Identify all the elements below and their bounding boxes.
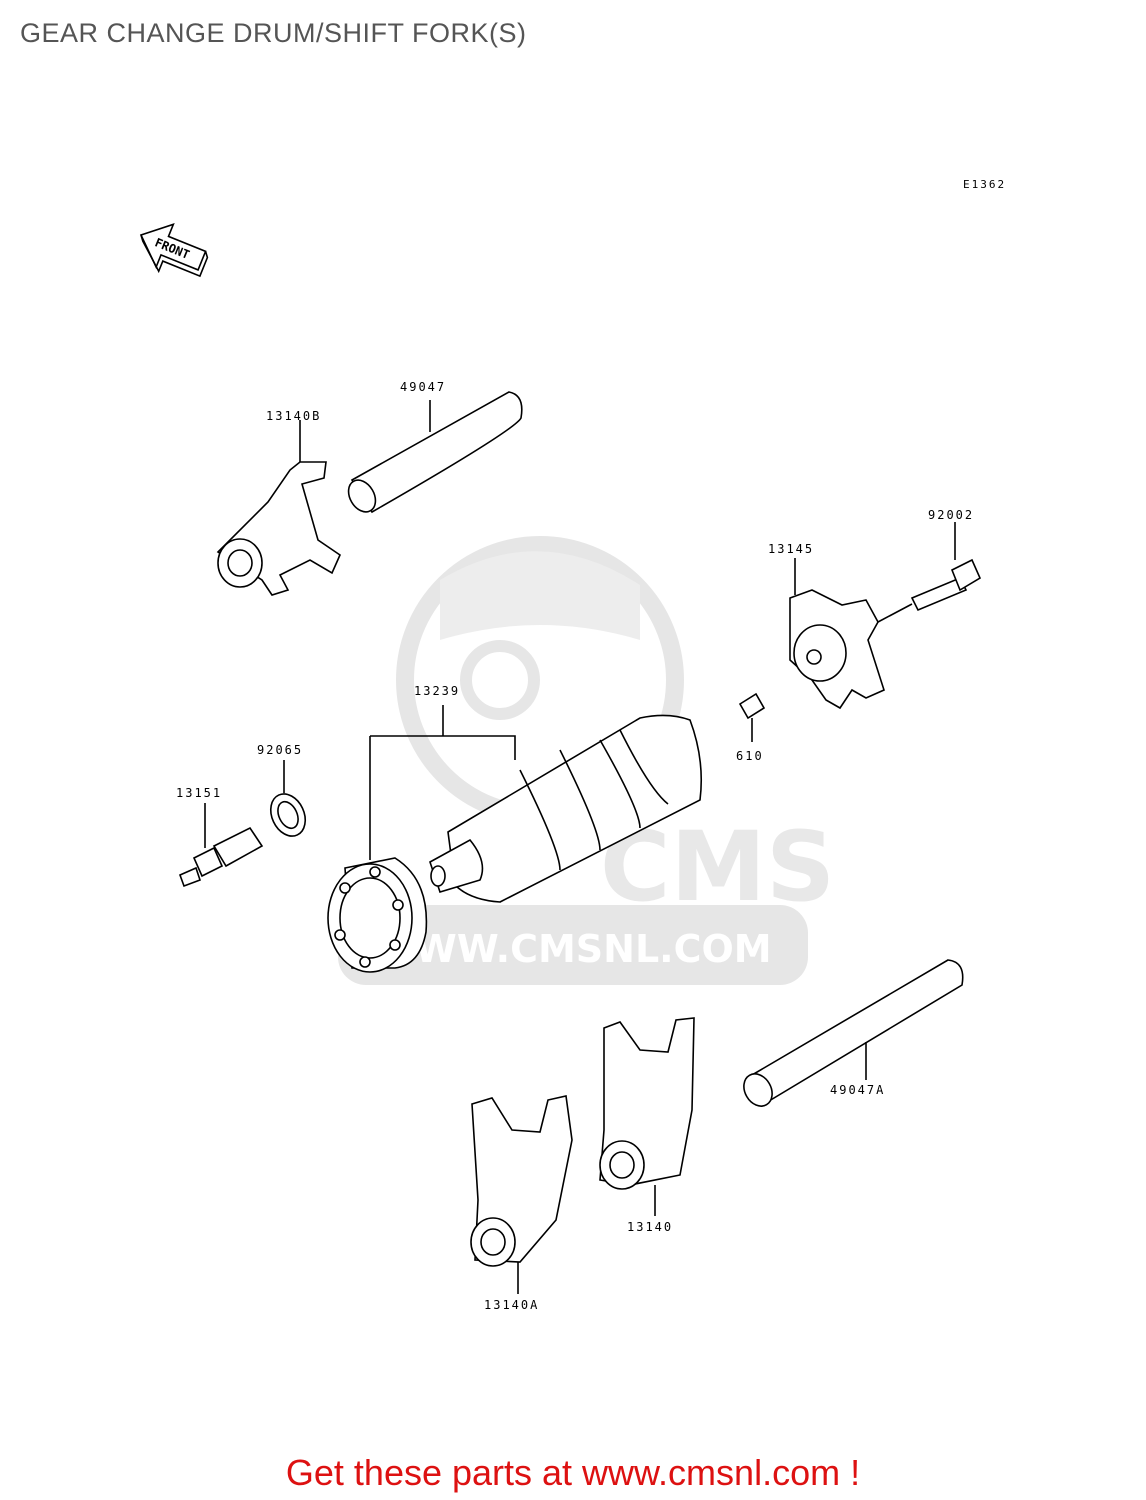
page-title: GEAR CHANGE DRUM/SHIFT FORK(S): [20, 18, 527, 48]
shaft-49047a: [743, 959, 964, 1107]
watermark-url-bar: [338, 905, 808, 985]
washer-92065: [269, 760, 307, 837]
part-label-49047: 49047: [400, 380, 446, 394]
part-label-13140a: 13140A: [484, 1298, 539, 1312]
shift-drum-13239: [369, 705, 702, 903]
part-label-13239: 13239: [414, 684, 460, 698]
switch-13151: [178, 803, 264, 888]
part-label-13151: 13151: [176, 786, 222, 800]
shift-fork-13140a: [470, 1095, 573, 1294]
diagram-code: E1362: [963, 178, 1007, 191]
watermark-url: WWW.CMSNL.COM: [373, 927, 772, 971]
part-label-13145: 13145: [768, 542, 814, 556]
shift-fork-13140b: [216, 420, 342, 596]
part-label-13140b: 13140B: [266, 409, 321, 423]
shaft-49047: [347, 391, 523, 514]
bolt-92002: [910, 522, 982, 612]
watermark-mascot-shape: [440, 551, 640, 640]
cta-link[interactable]: Get these parts at www.cmsnl.com !: [285, 1452, 861, 1493]
pin-610: [738, 692, 766, 742]
part-label-610: 610: [736, 749, 764, 763]
part-label-49047a: 49047A: [830, 1083, 885, 1097]
plate-13145: [789, 558, 913, 710]
shift-fork-13140: [599, 1017, 695, 1216]
front-arrow-icon: FRONT: [139, 223, 209, 278]
part-label-92065: 92065: [257, 743, 303, 757]
bearing: [327, 857, 428, 973]
cms-watermark: CMS WWW.CMSNL.COM: [338, 536, 835, 985]
part-label-92002: 92002: [928, 508, 974, 522]
watermark-mascot-eye: [460, 640, 540, 720]
part-label-13140: 13140: [627, 1220, 673, 1234]
